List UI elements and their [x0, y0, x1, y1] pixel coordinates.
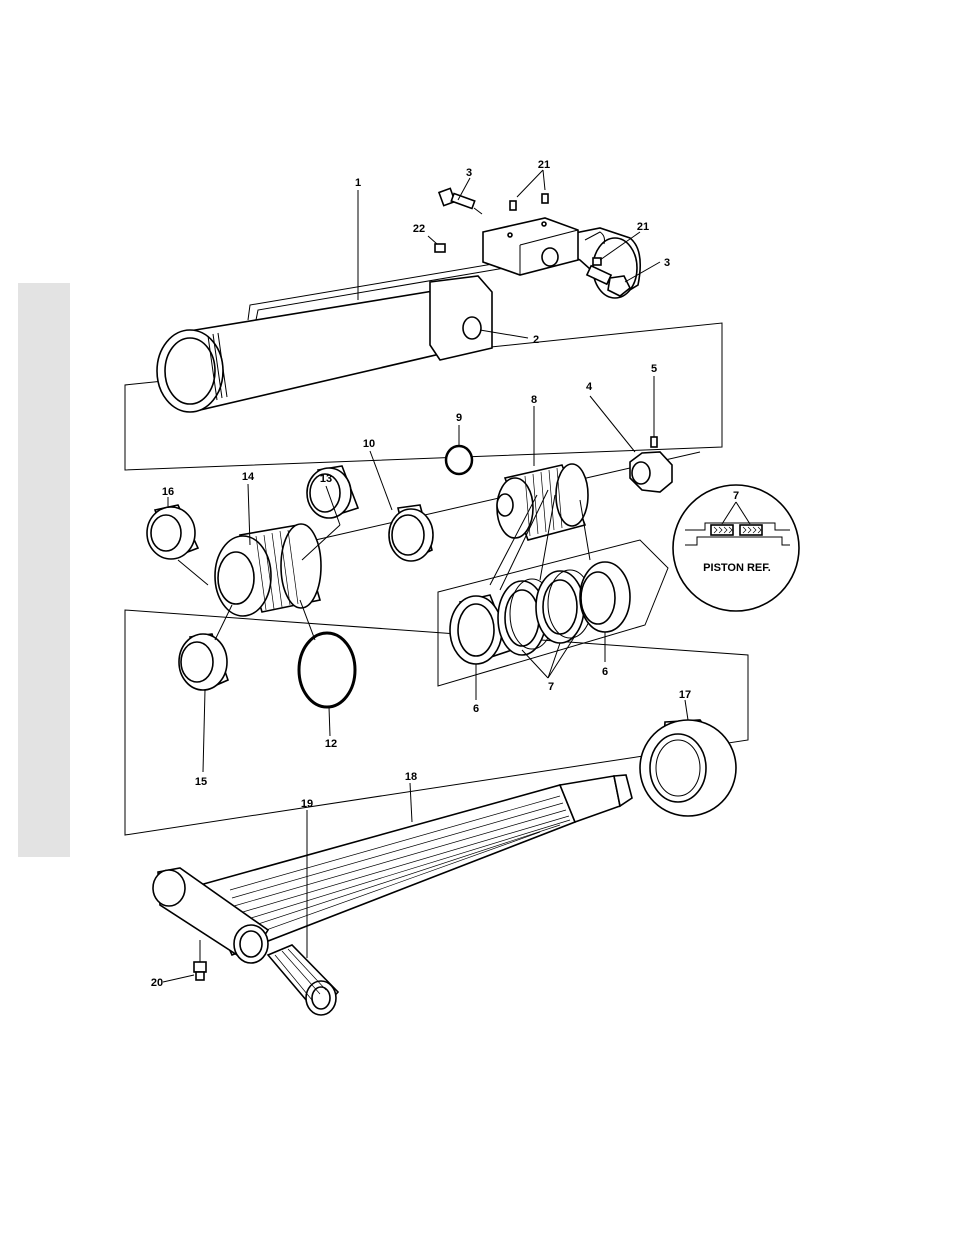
callout-6-right: 6: [602, 666, 608, 678]
bushing-13: [307, 466, 358, 518]
callout-3-top: 3: [466, 167, 472, 179]
callout-2: 2: [533, 334, 539, 346]
callout-6-left: 6: [473, 703, 479, 715]
o-ring-large: [299, 633, 355, 707]
callout-12: 12: [325, 738, 337, 750]
plug-22: [435, 244, 445, 252]
gland: [215, 524, 321, 616]
callout-4: 4: [586, 381, 593, 393]
callout-22: 22: [413, 223, 425, 235]
o-ring-small: [446, 446, 472, 474]
grease-fitting: [194, 940, 206, 980]
fitting-top-left: [439, 188, 482, 214]
callout-19: 19: [301, 798, 313, 810]
callout-5: 5: [651, 363, 657, 375]
callout-21-right: 21: [637, 221, 649, 233]
callout-14: 14: [242, 471, 255, 483]
piston-reference-inset: PISTON REF.: [673, 485, 799, 611]
callout-9: 9: [456, 412, 462, 424]
piston-nut: [630, 437, 672, 492]
callout-16: 16: [162, 486, 174, 498]
callout-7-inset: 7: [733, 490, 739, 502]
rod-end-bushing: [268, 945, 338, 1015]
rod-nut: [640, 720, 736, 816]
callout-13: 13: [320, 473, 332, 485]
plug-21-side: [593, 258, 601, 265]
callout-15: 15: [195, 776, 207, 788]
bushing-10: [389, 505, 433, 561]
callout-20: 20: [151, 977, 163, 989]
plug-21-right: [542, 194, 548, 203]
callout-21-top: 21: [538, 159, 550, 171]
callout-1: 1: [355, 177, 361, 189]
manifold-block: [483, 218, 578, 275]
callout-7: 7: [548, 681, 554, 693]
plug-21-left: [510, 201, 516, 210]
wiper-seal: [147, 505, 198, 559]
inset-title: PISTON REF.: [703, 562, 771, 574]
callout-17: 17: [679, 689, 691, 701]
callout-3-right: 3: [664, 257, 670, 269]
piston-rod: [153, 775, 632, 963]
callout-10: 10: [363, 438, 375, 450]
callout-18: 18: [405, 771, 417, 783]
seal-6-right: [580, 562, 630, 632]
callout-8: 8: [531, 394, 537, 406]
bushing-15: [179, 634, 228, 690]
